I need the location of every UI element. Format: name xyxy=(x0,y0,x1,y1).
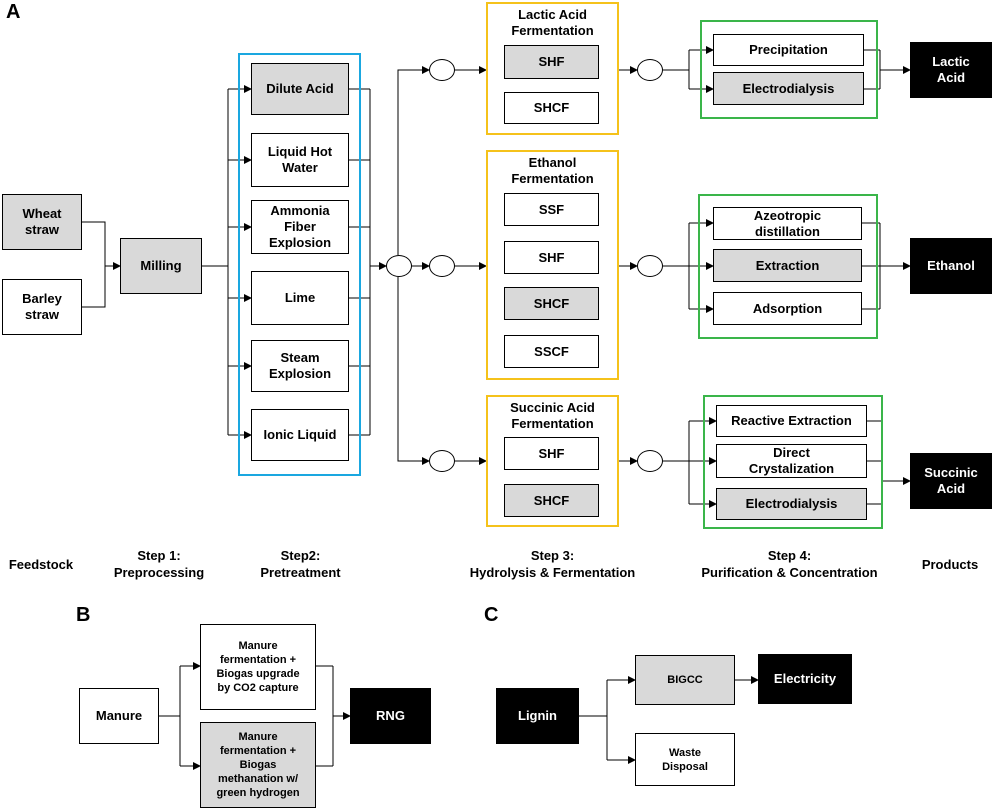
barley-straw-box: Barley straw xyxy=(2,279,82,335)
step-label-preprocessing: Step 1: Preprocessing xyxy=(113,548,205,580)
manure-co2-capture-box: Manure fermentation + Biogas upgrade by … xyxy=(200,624,316,710)
lactic-acid-product: Lactic Acid xyxy=(910,42,992,98)
ethanol-purification-frame xyxy=(698,194,878,339)
steam-explosion-box: Steam Explosion xyxy=(251,340,349,392)
pretreatment-frame xyxy=(238,53,361,476)
ethanol-fermentation-title: Ethanol Fermentation xyxy=(511,155,594,186)
junction-circle xyxy=(637,255,663,277)
milling-box: Milling xyxy=(120,238,202,294)
succinic-purification-frame xyxy=(703,395,883,529)
lactic-fermentation-title: Lactic Acid Fermentation xyxy=(511,7,594,38)
ethanol-fermentation-frame xyxy=(486,150,619,380)
ethanol-ssf-box: SSF xyxy=(504,193,599,226)
step-label-purification: Step 4: Purification & Concentration xyxy=(701,548,878,580)
dilute-acid-box: Dilute Acid xyxy=(251,63,349,115)
panel-label-c: C xyxy=(484,604,499,626)
lactic-fermentation-frame xyxy=(486,2,619,135)
step-label-products: Products xyxy=(921,557,979,572)
lignin-box: Lignin xyxy=(496,688,579,744)
panel-label-b: B xyxy=(76,604,91,626)
azeotropic-distillation-box: Azeotropic distillation xyxy=(713,207,862,240)
step-label-pretreatment: Step2: Pretreatment xyxy=(260,548,341,580)
ethanol-sscf-box: SSCF xyxy=(504,335,599,368)
junction-circle xyxy=(429,255,455,277)
junction-circle xyxy=(637,59,663,81)
junction-circle xyxy=(386,255,412,277)
succinic-fermentation-frame xyxy=(486,395,619,527)
reactive-extraction-box: Reactive Extraction xyxy=(716,405,867,437)
succinic-electrodialysis-box: Electrodialysis xyxy=(716,488,867,520)
precipitation-box: Precipitation xyxy=(713,34,864,66)
electricity-product: Electricity xyxy=(758,654,852,704)
succinic-shcf-box: SHCF xyxy=(504,484,599,517)
ionic-liquid-box: Ionic Liquid xyxy=(251,409,349,461)
step-label-hydrolysis: Step 3: Hydrolysis & Fermentation xyxy=(469,548,636,580)
waste-disposal-box: Waste Disposal xyxy=(635,733,735,786)
step-label-feedstock: Feedstock xyxy=(8,557,74,572)
lactic-shcf-box: SHCF xyxy=(504,92,599,124)
lactic-shf-box: SHF xyxy=(504,45,599,79)
rng-product: RNG xyxy=(350,688,431,744)
manure-methanation-box: Manure fermentation + Biogas methanation… xyxy=(200,722,316,808)
lactic-purification-frame xyxy=(700,20,878,119)
junction-circle xyxy=(429,59,455,81)
direct-crystalization-box: Direct Crystalization xyxy=(716,444,867,478)
bigcc-box: BIGCC xyxy=(635,655,735,705)
succinic-shf-box: SHF xyxy=(504,437,599,470)
lactic-electrodialysis-box: Electrodialysis xyxy=(713,72,864,105)
ethanol-shcf-box: SHCF xyxy=(504,287,599,320)
connector-barley xyxy=(82,266,106,308)
junction-circle xyxy=(637,450,663,472)
panel-label-a: A xyxy=(6,1,21,23)
succinic-acid-product: Succinic Acid xyxy=(910,453,992,509)
connector-wheat xyxy=(82,221,106,266)
adsorption-box: Adsorption xyxy=(713,292,862,325)
ethanol-shf-box: SHF xyxy=(504,241,599,274)
extraction-box: Extraction xyxy=(713,249,862,282)
ethanol-product: Ethanol xyxy=(910,238,992,294)
manure-box: Manure xyxy=(79,688,159,744)
ammonia-fiber-explosion-box: Ammonia Fiber Explosion xyxy=(251,200,349,254)
liquid-hot-water-box: Liquid Hot Water xyxy=(251,133,349,187)
lime-box: Lime xyxy=(251,271,349,325)
succinic-fermentation-title: Succinic Acid Fermentation xyxy=(510,400,595,431)
junction-circle xyxy=(429,450,455,472)
wheat-straw-box: Wheat straw xyxy=(2,194,82,250)
